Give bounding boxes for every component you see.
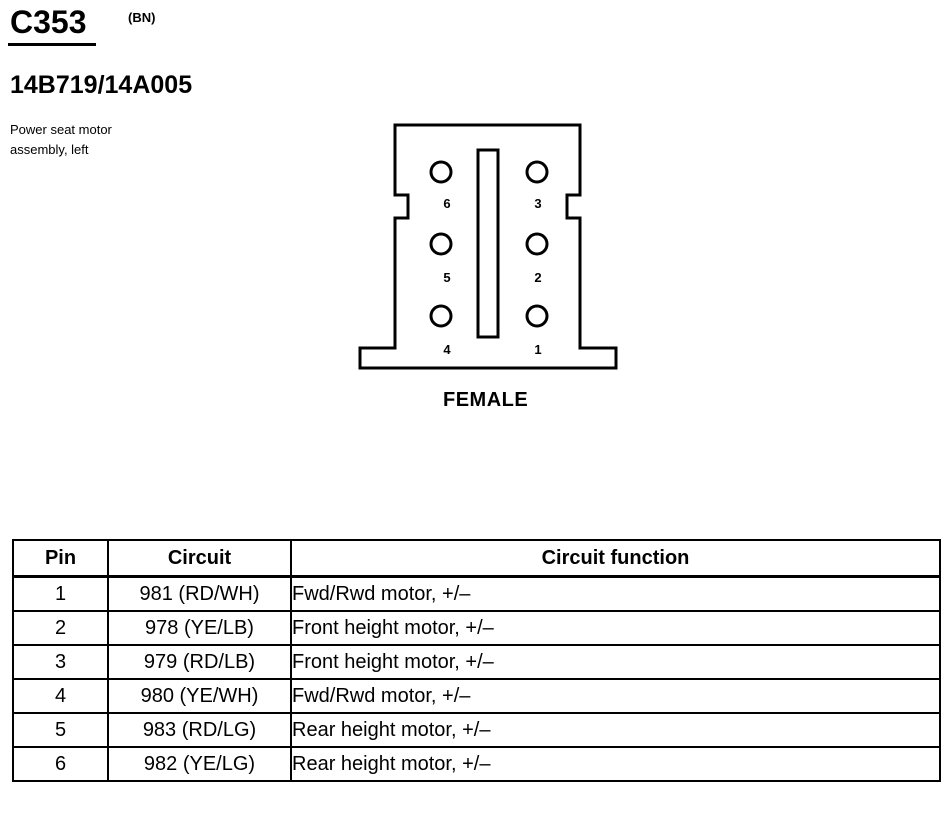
pin-cavity-3 xyxy=(525,160,549,184)
pin-cell: 6 xyxy=(12,746,109,782)
connector-gender-label: FEMALE xyxy=(443,389,529,411)
pin-cell: 1 xyxy=(12,575,109,612)
function-cell: Front height motor, +/– xyxy=(290,644,941,680)
pin-cavity-2 xyxy=(525,232,549,256)
circuit-cell: 982 (YE/LG) xyxy=(107,746,292,782)
pin-number-label: 3 xyxy=(534,196,541,211)
pin-number-label: 2 xyxy=(534,270,541,285)
connector-pins: 6 3 5 2 4 1 xyxy=(429,160,549,357)
pin-number-label: 4 xyxy=(443,342,451,357)
function-cell: Fwd/Rwd motor, +/– xyxy=(290,575,941,612)
circuit-cell: 980 (YE/WH) xyxy=(107,678,292,714)
connector-housing-outline xyxy=(358,123,618,370)
pin-cell: 3 xyxy=(12,644,109,680)
function-cell: Front height motor, +/– xyxy=(290,610,941,646)
pin-number-label: 1 xyxy=(534,342,541,357)
circuit-cell: 983 (RD/LG) xyxy=(107,712,292,748)
connector-face-diagram: 6 3 5 2 4 1 xyxy=(358,123,618,370)
pin-cell: 5 xyxy=(12,712,109,748)
pin-number-label: 6 xyxy=(443,196,450,211)
pin-cavity-5 xyxy=(429,232,453,256)
component-description: Power seat motor assembly, left xyxy=(10,120,170,160)
pin-number-label: 5 xyxy=(443,270,450,285)
pin-cell: 2 xyxy=(12,610,109,646)
pin-cell: 4 xyxy=(12,678,109,714)
circuit-column-header: Circuit xyxy=(107,539,292,578)
circuit-cell: 979 (RD/LB) xyxy=(107,644,292,680)
connector-id-underline xyxy=(8,43,96,46)
pinout-table-header-row: Pin Circuit Circuit function xyxy=(12,539,941,578)
connector-center-key xyxy=(476,148,500,339)
part-number: 14B719/14A005 xyxy=(10,71,193,99)
pin-cavity-4 xyxy=(429,304,453,328)
circuit-cell: 981 (RD/WH) xyxy=(107,575,292,612)
connector-color: (BN) xyxy=(128,10,156,25)
function-column-header: Circuit function xyxy=(290,539,941,578)
connector-id: C353 xyxy=(10,4,87,40)
circuit-cell: 978 (YE/LB) xyxy=(107,610,292,646)
function-cell: Fwd/Rwd motor, +/– xyxy=(290,678,941,714)
function-cell: Rear height motor, +/– xyxy=(290,712,941,748)
pin-cavity-1 xyxy=(525,304,549,328)
pin-column-header: Pin xyxy=(12,539,109,578)
component-description-line: Power seat motor xyxy=(10,122,112,137)
component-description-line: assembly, left xyxy=(10,142,89,157)
pin-cavity-6 xyxy=(429,160,453,184)
function-cell: Rear height motor, +/– xyxy=(290,746,941,782)
